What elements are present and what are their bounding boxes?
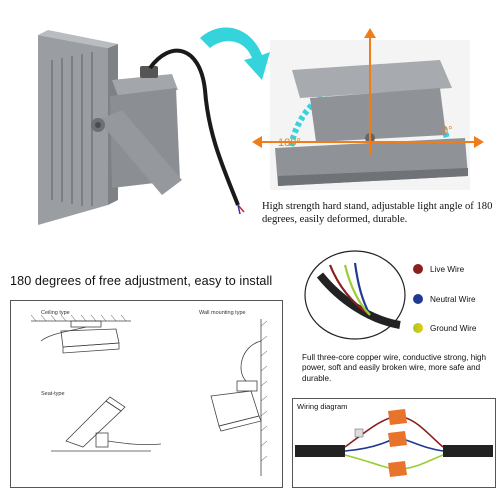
seat-type-label: Seat-type: [41, 391, 65, 397]
rotation-arrow-icon: [200, 27, 270, 80]
wire-legend-panel: Live Wire Neutral Wire Ground Wire: [300, 245, 500, 345]
adjustment-heading: 180 degrees of free adjustment, easy to …: [10, 274, 273, 288]
stand-caption: High strength hard stand, adjustable lig…: [262, 201, 493, 226]
live-wire-dot-icon: [413, 264, 423, 274]
floodlight-product-image: [38, 30, 245, 225]
neutral-wire-label: Neutral Wire: [430, 295, 476, 304]
ceiling-type-label: Ceiling type: [41, 310, 70, 316]
wiring-diagram-image: [295, 409, 493, 477]
angle-180-label: 180°: [278, 137, 301, 149]
wiring-diagram-title: Wiring diagram: [297, 402, 348, 411]
wall-mounting-type-label: Wall mounting type: [199, 310, 246, 316]
ground-wire-label: Ground Wire: [430, 324, 477, 333]
neutral-wire-dot-icon: [413, 294, 423, 304]
installation-diagrams: [30, 314, 268, 476]
wiring-diagram-panel: [292, 398, 496, 488]
angle-0-label: 0°: [442, 125, 453, 137]
live-wire-label: Live Wire: [430, 265, 465, 274]
ground-wire-dot-icon: [413, 323, 423, 333]
wire-caption: Full three-core copper wire, conductive …: [302, 353, 486, 383]
installation-types-panel: Ceiling type Wall mounting type Seat-typ…: [10, 300, 283, 488]
angle-detail-image: [252, 28, 484, 190]
top-product-illustration: 180° 0°: [38, 27, 484, 225]
cable-cross-section-image: [304, 250, 406, 340]
